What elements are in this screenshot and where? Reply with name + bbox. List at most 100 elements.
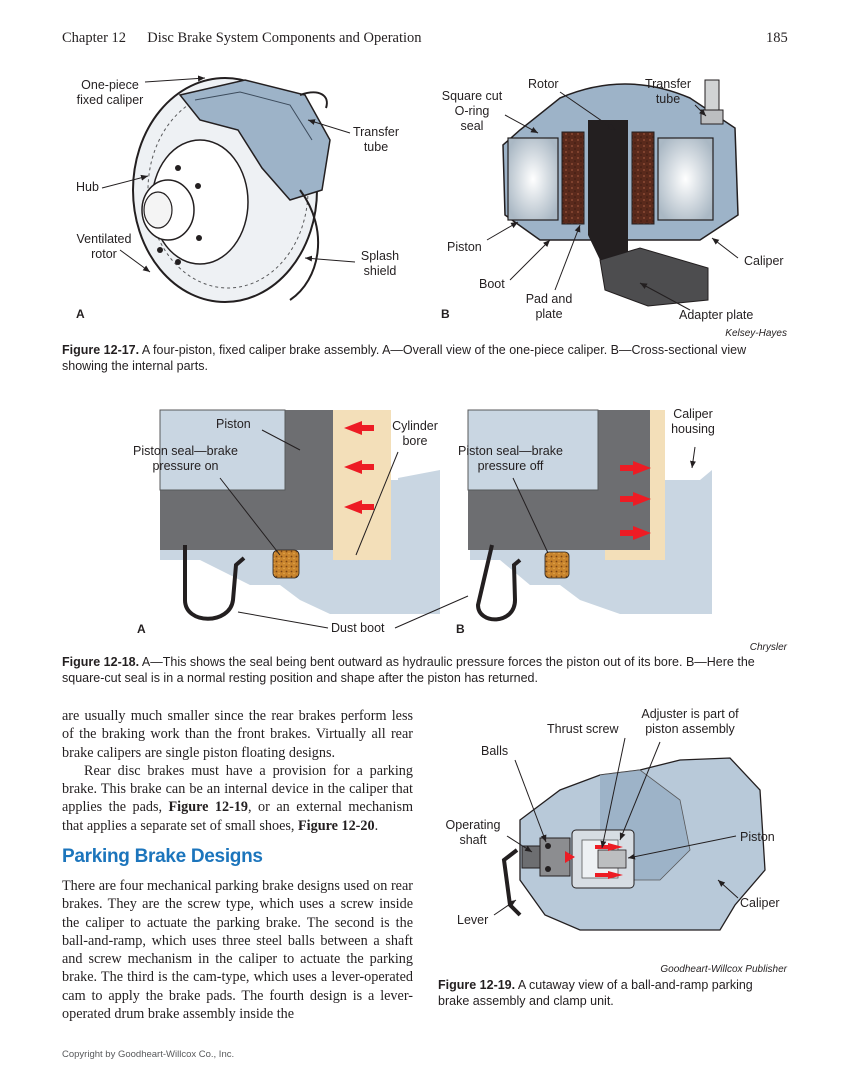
figure-12-17b-drawing	[486, 79, 739, 311]
label-seal-pressure-off: Piston seal—brake pressure off	[453, 444, 568, 474]
label-ventilated-rotor: Ventilated rotor	[68, 232, 140, 262]
label-hub: Hub	[76, 180, 99, 194]
pad-left	[561, 131, 585, 225]
label-operating-shaft: Operating shaft	[440, 818, 506, 848]
label-adjuster: Adjuster is part of piston assembly	[630, 707, 750, 737]
label-line: Adjuster is part of	[641, 707, 739, 721]
caption-figure-12-17: Figure 12-17. A four-piston, fixed calip…	[62, 342, 792, 374]
label-square-cut-seal: Square cut O-ring seal	[436, 89, 508, 134]
body-column-2: There are four mechanical parking brake …	[62, 877, 413, 1023]
caption-line-2: showing the internal parts.	[62, 359, 208, 373]
label-balls: Balls	[481, 744, 509, 758]
running-header: Chapter 12 Disc Brake System Components …	[62, 30, 422, 47]
seal-b	[544, 551, 570, 579]
paragraph-text: , or an external mechanism that applies …	[62, 799, 414, 834]
rotor-b	[588, 120, 628, 270]
label-line: Operating	[445, 818, 501, 832]
label-line: Transfer	[352, 125, 400, 139]
credit-goodheart-willcox: Goodheart-Willcox Publisher	[660, 964, 787, 975]
paragraph-1: are usually much smaller since the rear …	[62, 708, 413, 761]
paragraph-3: There are four mechanical parking brake …	[62, 878, 413, 1023]
label-line: Transfer	[644, 77, 692, 91]
hub-cap	[143, 191, 173, 229]
label-piston-18a: Piston	[216, 417, 251, 431]
page-number: 185	[766, 30, 788, 46]
label-adapter-plate: Adapter plate	[679, 308, 754, 322]
panel-letter-18b: B	[456, 622, 465, 636]
paragraph-2: Rear disc brakes must have a provision f…	[62, 762, 413, 835]
adapter-plate	[599, 247, 709, 307]
piston-right	[657, 137, 714, 221]
label-line: One-piece	[81, 78, 139, 92]
label-line: Piston seal—brake	[133, 444, 238, 458]
label-line: Pad and	[525, 292, 573, 306]
chapter-number: Chapter 12	[62, 30, 127, 46]
caption-figure-12-18: Figure 12-18. A—This shows the seal bein…	[62, 654, 792, 686]
caption-line-1: Figure 12-18. A—This shows the seal bein…	[62, 654, 792, 670]
caption-line-2: square-cut seal is in a normal resting p…	[62, 671, 538, 685]
label-caliper-b: Caliper	[744, 254, 784, 268]
label-transfer-tube-b: Transfer tube	[638, 77, 698, 107]
splash-shield	[289, 189, 320, 301]
label-piston-b: Piston	[447, 240, 482, 254]
label-transfer-tube-a: Transfer tube	[345, 125, 407, 155]
figure-12-18b-drawing	[394, 409, 712, 629]
caption-text: A cutaway view of a ball-and-ramp parkin…	[515, 978, 753, 992]
caliper-body	[178, 79, 331, 201]
label-line: pressure off	[477, 459, 544, 473]
caption-line-1: Figure 12-19. A cutaway view of a ball-a…	[438, 977, 788, 993]
label-seal-pressure-on: Piston seal—brake pressure on	[128, 444, 243, 474]
label-pad-and-plate: Pad and plate	[518, 292, 580, 322]
label-line: Square cut	[441, 89, 503, 103]
label-dust-boot: Dust boot	[331, 621, 385, 635]
credit-kelsey-hayes: Kelsey-Hayes	[725, 328, 787, 339]
label-splash-shield: Splash shield	[352, 249, 408, 279]
panel-letter-18a: A	[137, 622, 146, 636]
label-line: plate	[535, 307, 563, 321]
label-line: shaft	[459, 833, 487, 847]
label-line: Cylinder	[392, 419, 438, 433]
figure-12-19-drawing	[493, 737, 766, 931]
seal-a	[272, 549, 300, 579]
paragraph-text: Rear disc brakes must have a provision f…	[62, 762, 413, 816]
label-line: tube	[655, 92, 681, 106]
body-column: are usually much smaller since the rear …	[62, 707, 413, 835]
label-line: piston assembly	[645, 722, 735, 736]
label-cylinder-bore: Cylinder bore	[385, 419, 445, 449]
piston-b	[468, 410, 650, 550]
lever-19	[501, 848, 522, 917]
caption-line-1: Figure 12-17. A four-piston, fixed calip…	[62, 342, 792, 358]
label-one-piece-caliper: One-piece fixed caliper	[70, 78, 150, 108]
label-line: Splash	[360, 249, 400, 263]
label-line: bore	[402, 434, 428, 448]
ball-2	[545, 866, 551, 872]
label-lever: Lever	[457, 913, 489, 927]
label-caliper-housing: Caliper housing	[662, 407, 724, 437]
label-rotor-b: Rotor	[528, 77, 559, 91]
label-line: pressure on	[152, 459, 219, 473]
caption-label: Figure 12-17.	[62, 343, 140, 357]
piston-left	[507, 137, 559, 221]
caption-figure-12-19: Figure 12-19. A cutaway view of a ball-a…	[438, 977, 788, 1009]
dust-boot-a	[183, 545, 246, 621]
figure-12-17a-drawing	[101, 75, 356, 303]
label-line: rotor	[91, 247, 117, 261]
label-line: tube	[363, 140, 389, 154]
credit-chrysler: Chrysler	[749, 642, 787, 653]
figure-reference-12-19[interactable]: Figure 12-19	[168, 799, 249, 816]
chapter-title: Disc Brake System Components and Operati…	[147, 30, 422, 46]
label-line: shield	[363, 264, 397, 278]
caption-label: Figure 12-19.	[438, 978, 516, 992]
label-thrust-screw: Thrust screw	[547, 722, 619, 736]
pad-right	[631, 131, 655, 225]
copyright-footer: Copyright by Goodheart-Willcox Co., Inc.	[62, 1049, 235, 1060]
label-line: Piston seal—brake	[458, 444, 563, 458]
figure-reference-12-20[interactable]: Figure 12-20	[298, 817, 375, 834]
label-line: Ventilated	[76, 232, 132, 246]
label-line: seal	[460, 119, 484, 133]
label-line: Caliper	[673, 407, 713, 421]
caption-label: Figure 12-18.	[62, 655, 140, 669]
label-line: fixed caliper	[76, 93, 144, 107]
section-heading: Parking Brake Designs	[62, 846, 263, 867]
